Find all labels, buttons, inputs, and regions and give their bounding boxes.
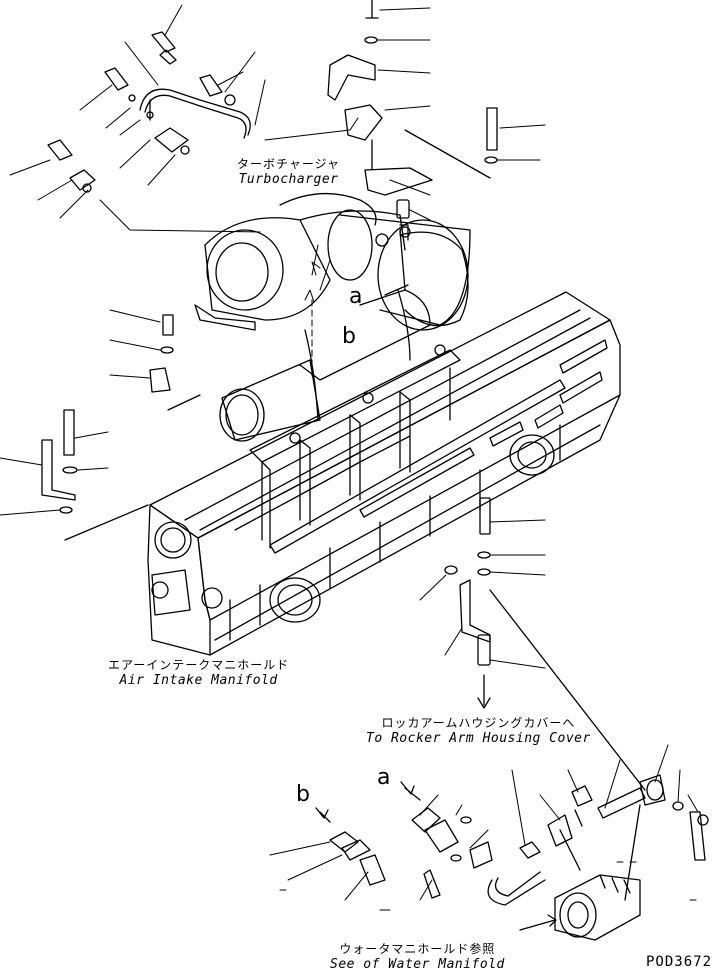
turbocharger-label-jp: ターボチャージャ (237, 157, 341, 171)
air-intake-manifold-label: エアーインテークマニホールド Air Intake Manifold (108, 658, 289, 688)
air-intake-manifold-label-jp: エアーインテークマニホールド (108, 658, 290, 672)
water-line-detail (315, 774, 709, 941)
drawing-code: POD3672 (646, 954, 713, 970)
rocker-cover-bracket (444, 497, 646, 791)
oil-pipe-group (47, 31, 251, 193)
turbocharger-label: ターボチャージャ Turbocharger (237, 157, 340, 187)
air-intake-manifold-body (147, 291, 621, 656)
leader-lines (0, 4, 699, 911)
rocker-arm-cover-label-jp: ロッカアームハウジングカバーへ (381, 716, 576, 730)
view-letter-a-detail: a (377, 765, 391, 790)
left-support-brackets (41, 314, 201, 541)
turbocharger-assembly (194, 192, 471, 442)
view-letter-a-main: a (349, 284, 363, 309)
air-intake-manifold-label-en: Air Intake Manifold (119, 673, 278, 688)
turbocharger-label-en: Turbocharger (238, 172, 339, 187)
water-manifold-label: ウォータマニホールド参照 See of Water Manifold (330, 942, 505, 972)
view-letter-b-main: b (342, 324, 356, 349)
view-letter-b-detail: b (296, 782, 310, 807)
water-manifold-label-en: See of Water Manifold (330, 957, 505, 972)
water-manifold-label-jp: ウォータマニホールド参照 (339, 942, 496, 956)
turbo-support-bracket (327, 0, 498, 241)
rocker-arm-cover-label-en: To Rocker Arm Housing Cover (366, 731, 591, 746)
rocker-arm-cover-label: ロッカアームハウジングカバーへ To Rocker Arm Housing Co… (366, 716, 591, 746)
